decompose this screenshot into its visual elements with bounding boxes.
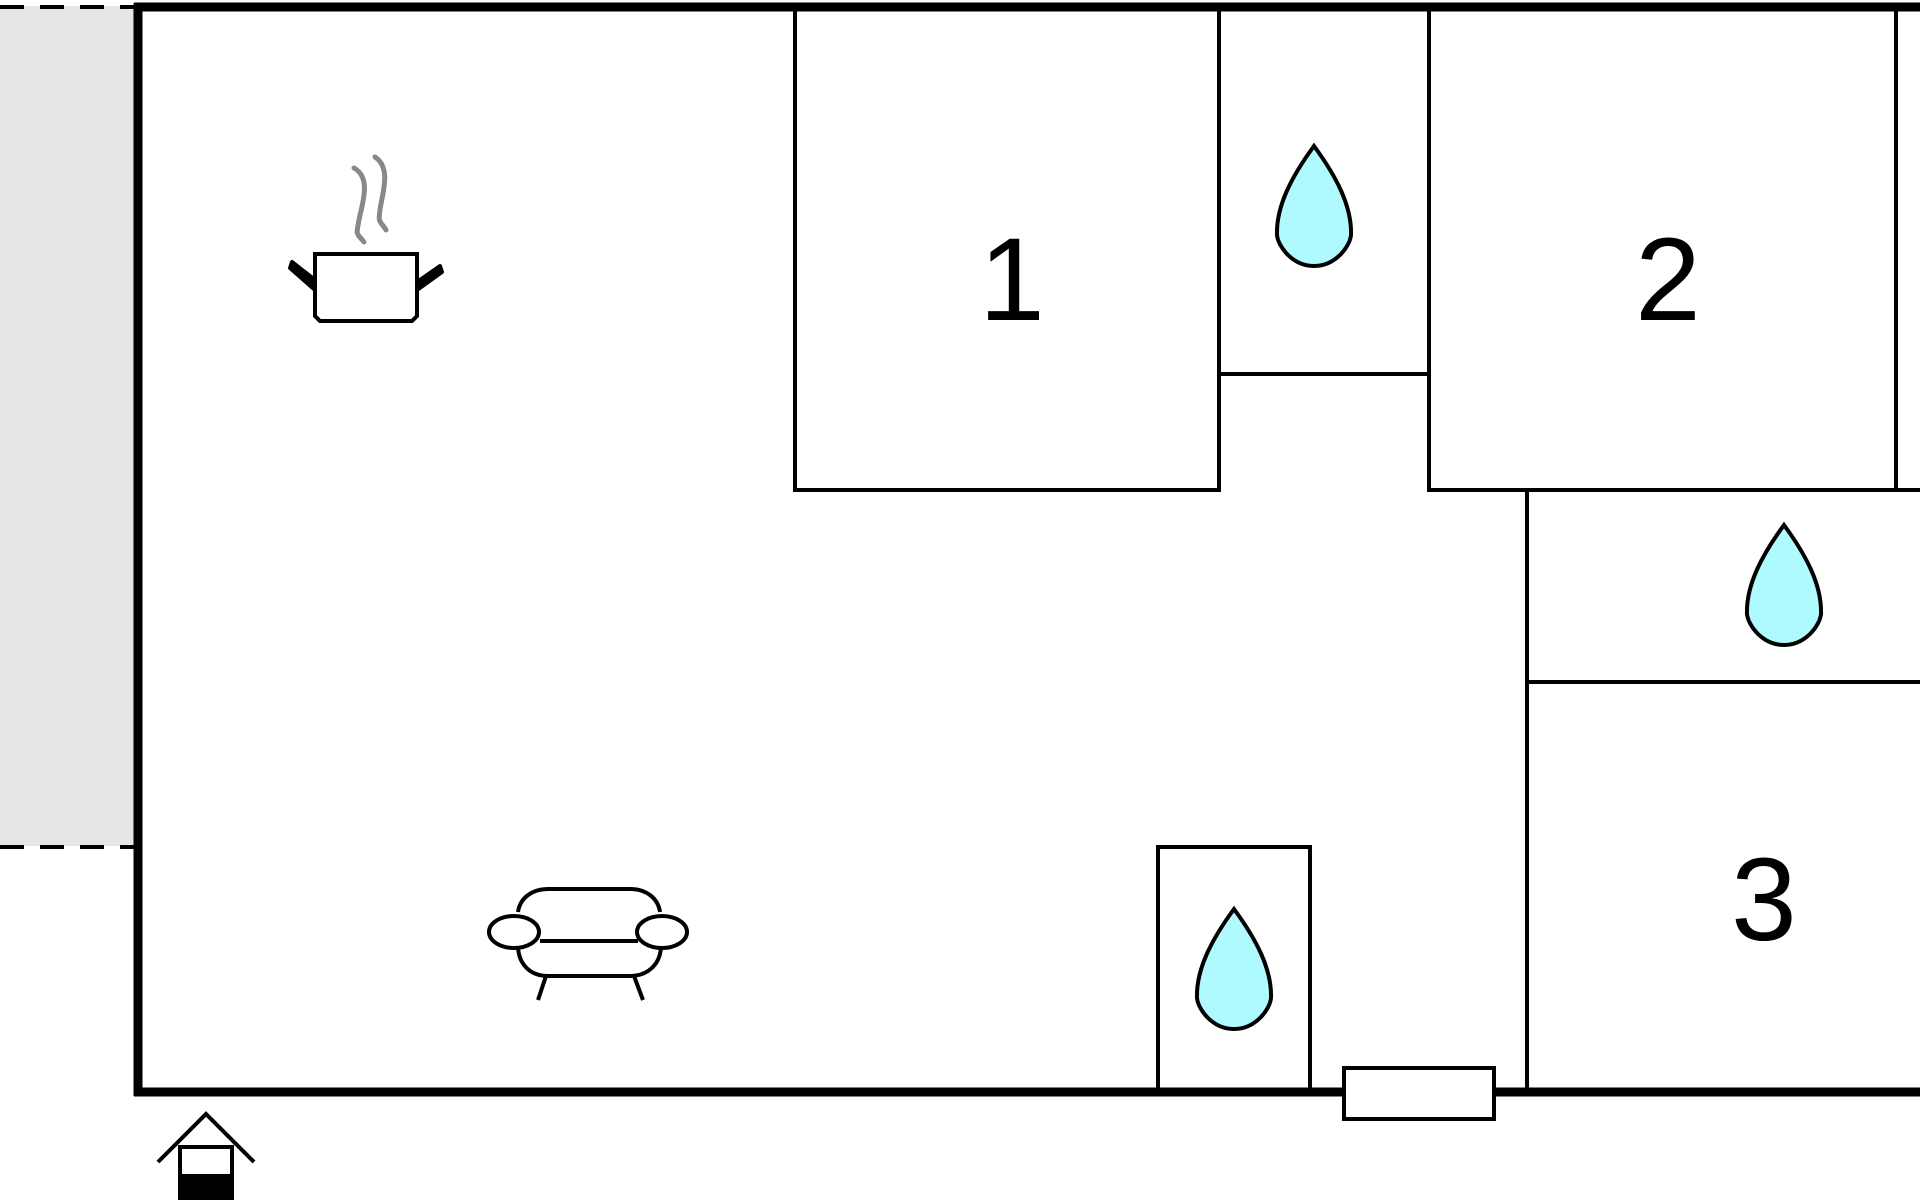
outer-walls [133, 2, 1920, 1097]
sofa-back [516, 887, 662, 913]
sofa-icon [487, 887, 689, 1001]
terrace-area [0, 5, 134, 849]
water-drop-icon [1744, 523, 1824, 647]
pot-handle-left [288, 260, 317, 292]
window-icon [1342, 1066, 1496, 1121]
steam-line-left [351, 165, 367, 245]
water-drop-icon [1274, 144, 1354, 268]
sofa-leg-left [536, 975, 548, 1001]
room-1-number: 1 [979, 214, 1045, 346]
sofa-arm-left [487, 914, 541, 950]
entrance-house-icon [156, 1111, 256, 1200]
sofa-leg-right [632, 975, 645, 1001]
terrace-fill [0, 6, 134, 846]
room-3-number: 3 [1731, 834, 1797, 966]
sofa-base [516, 944, 663, 978]
steam-line-right [372, 154, 389, 233]
interior-walls [793, 7, 1920, 1094]
pot-body [313, 252, 419, 323]
small-bathroom-outline [1156, 845, 1312, 1094]
cooking-pot-icon [288, 154, 444, 323]
room-1-outline [793, 7, 1221, 492]
water-drop-icon [1194, 907, 1274, 1031]
sofa-arm-right [635, 914, 689, 950]
bathroom-water-drops [1194, 144, 1824, 1031]
entrance-threshold [180, 1174, 232, 1200]
entrance-roof [156, 1111, 256, 1164]
pot-handle-right [415, 264, 444, 292]
room-2-number: 2 [1635, 214, 1701, 346]
